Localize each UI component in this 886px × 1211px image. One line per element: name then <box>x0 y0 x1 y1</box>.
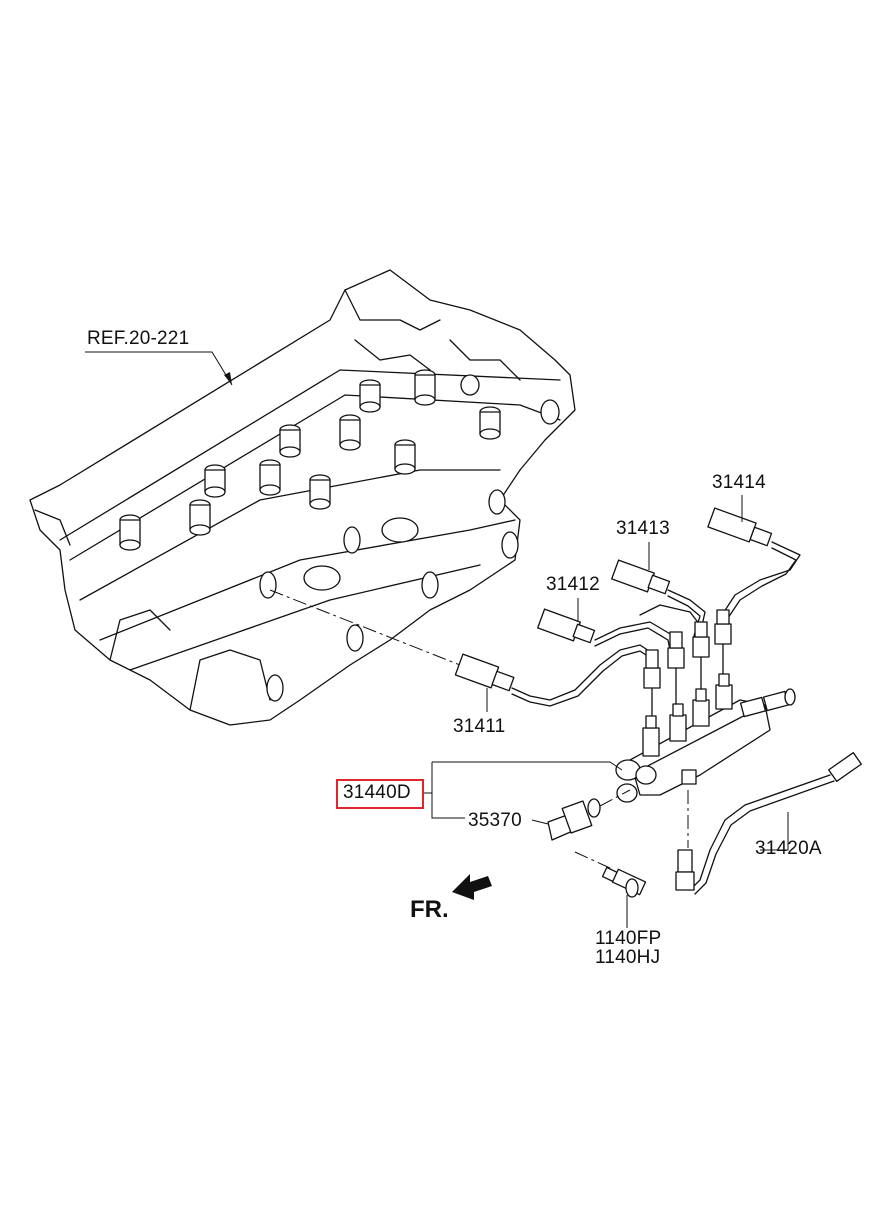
label-1140hj[interactable]: 1140HJ <box>595 947 661 968</box>
injector-31414 <box>707 507 801 627</box>
label-31411[interactable]: 31411 <box>453 716 506 737</box>
label-31420a[interactable]: 31420A <box>755 838 822 859</box>
highlight-box-31440d <box>336 779 424 809</box>
front-direction-label: FR. <box>410 896 449 923</box>
label-31440d[interactable]: 31440D <box>343 782 411 803</box>
injector-31413 <box>611 559 706 637</box>
cylinder-head-drawing <box>29 269 576 726</box>
front-arrow-icon <box>452 874 492 900</box>
injector-31412 <box>537 608 676 651</box>
label-31414[interactable]: 31414 <box>712 472 766 493</box>
return-hose-31420a <box>675 752 862 895</box>
label-31413[interactable]: 31413 <box>616 518 670 539</box>
label-31412[interactable]: 31412 <box>546 574 600 595</box>
bolt-1140fp <box>601 866 647 898</box>
label-35370[interactable]: 35370 <box>468 810 522 831</box>
pressure-sensor-35370 <box>547 798 601 841</box>
injector-31411 <box>454 644 656 707</box>
label-ref-20-221[interactable]: REF.20-221 <box>87 328 190 349</box>
fuel-rail-31440d <box>615 609 796 803</box>
label-1140fp[interactable]: 1140FP <box>595 928 662 949</box>
